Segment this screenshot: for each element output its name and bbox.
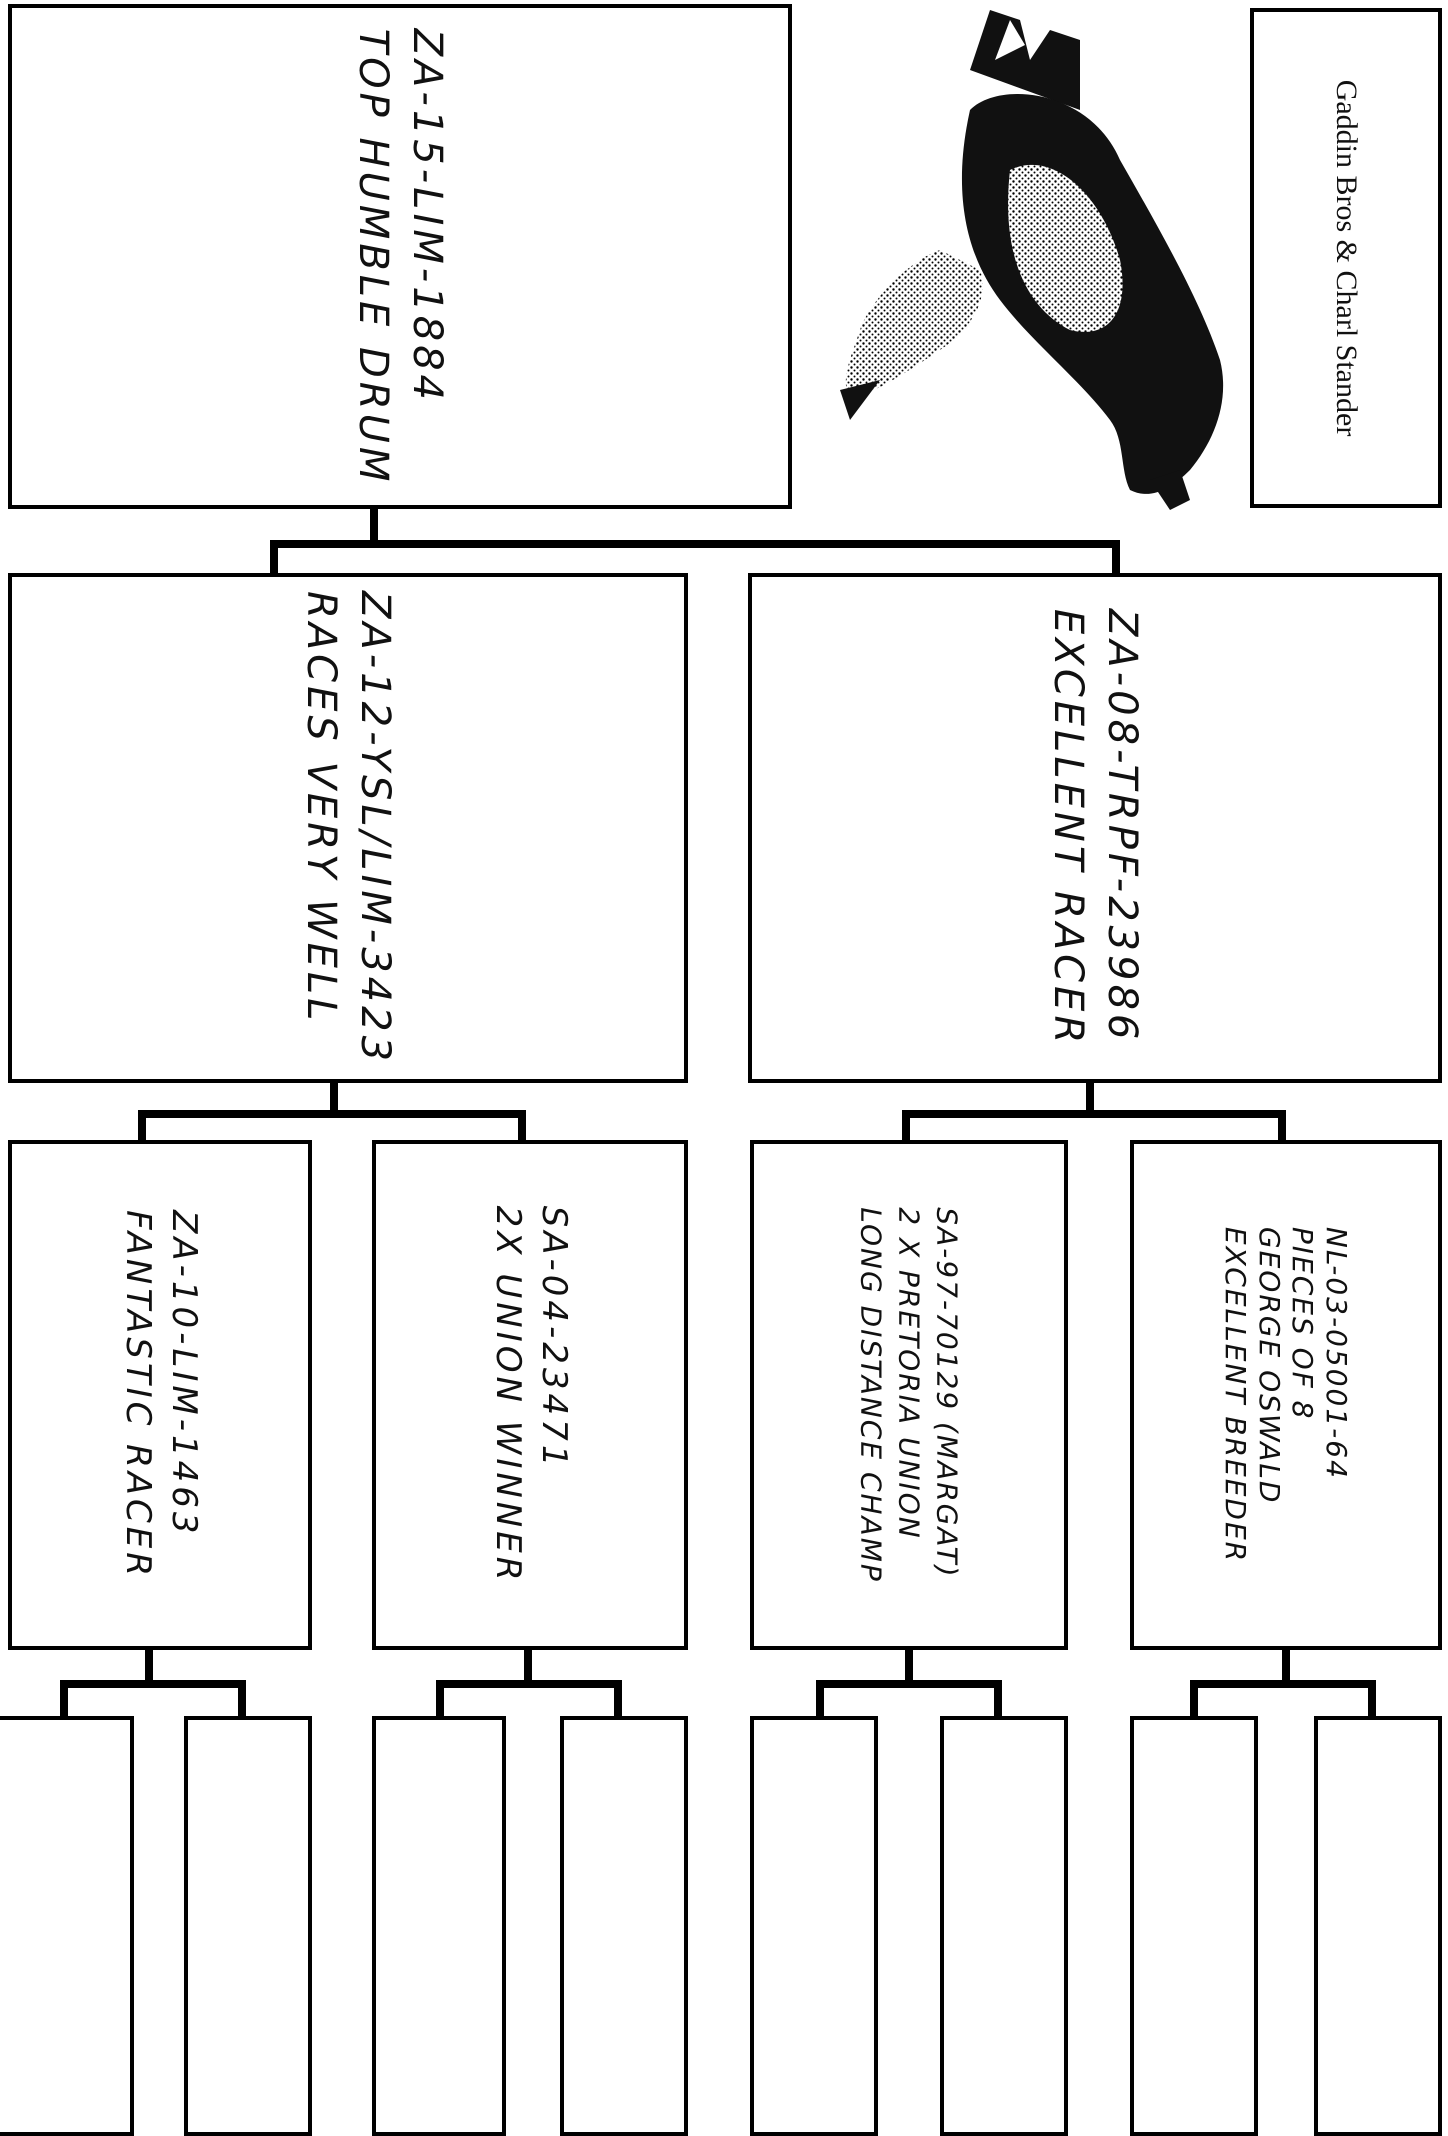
connector-gp3-l bbox=[816, 1680, 824, 1720]
sire-dam-text: SA-97-70129 (MARGAT) 2 X PRETORIA UNION … bbox=[852, 1207, 965, 1583]
connector-gp3-bar bbox=[816, 1680, 1002, 1688]
pigeon-photo-icon bbox=[820, 0, 1240, 520]
sire-sire-box: NL-03-05001-64 PIECES OF 8 GEORGE OSWALD… bbox=[1130, 1140, 1442, 1650]
connector-gp4-bar bbox=[1190, 1680, 1376, 1688]
ggp-box-6 bbox=[940, 1716, 1068, 2136]
connector-gp4-r bbox=[1368, 1680, 1376, 1720]
ggp-box-1 bbox=[0, 1716, 134, 2136]
connector-dam-l bbox=[138, 1110, 146, 1144]
sire-sire-line2: PIECES OF 8 bbox=[1286, 1227, 1320, 1563]
connector-sire-r bbox=[1278, 1110, 1286, 1144]
connector-sire-l bbox=[902, 1110, 910, 1144]
connector-bird-left bbox=[270, 540, 278, 575]
breeder-box: Gaddin Bros & Charl Stander bbox=[1250, 8, 1442, 508]
connector-dam-bar bbox=[138, 1110, 526, 1118]
ggp-box-8 bbox=[1314, 1716, 1442, 2136]
sire-text: ZA-08-TRPF-23986 EXCELLENT RACER bbox=[1041, 609, 1149, 1047]
dam-box: ZA-12-YSL/LIM-3423 RACES VERY WELL bbox=[8, 573, 688, 1083]
dam-sire-text: SA-04-23471 2X UNION WINNER bbox=[484, 1206, 576, 1585]
connector-dam-r bbox=[518, 1110, 526, 1144]
dam-dam-line2: FANTASTIC RACER bbox=[114, 1210, 160, 1580]
bird-name: TOP HUMBLE DRUM bbox=[346, 28, 400, 485]
bird-ring: ZA-15-LIM-1884 bbox=[400, 28, 454, 485]
sire-note: EXCELLENT RACER bbox=[1041, 609, 1095, 1047]
connector-gp2-bar bbox=[436, 1680, 622, 1688]
sire-sire-line4: EXCELLENT BREEDER bbox=[1219, 1227, 1253, 1563]
ggp-box-4 bbox=[560, 1716, 688, 2136]
connector-gp3-r bbox=[994, 1680, 1002, 1720]
dam-dam-box: ZA-10-LIM-1463 FANTASTIC RACER bbox=[8, 1140, 312, 1650]
sire-sire-line3: GEORGE OSWALD bbox=[1252, 1227, 1286, 1563]
ggp-box-5 bbox=[750, 1716, 878, 2136]
sire-dam-line2: 2 X PRETORIA UNION bbox=[890, 1207, 928, 1583]
sire-sire-ring: NL-03-05001-64 bbox=[1320, 1227, 1354, 1563]
dam-note: RACES VERY WELL bbox=[294, 591, 348, 1065]
connector-gp2-l bbox=[436, 1680, 444, 1720]
bird-box: ZA-15-LIM-1884 TOP HUMBLE DRUM bbox=[8, 4, 792, 509]
ggp-box-3 bbox=[372, 1716, 506, 2136]
sire-dam-box: SA-97-70129 (MARGAT) 2 X PRETORIA UNION … bbox=[750, 1140, 1068, 1650]
sire-box: ZA-08-TRPF-23986 EXCELLENT RACER bbox=[748, 573, 1442, 1083]
dam-dam-text: ZA-10-LIM-1463 FANTASTIC RACER bbox=[114, 1210, 206, 1580]
sire-dam-ring: SA-97-70129 (MARGAT) bbox=[928, 1207, 966, 1583]
sire-dam-line3: LONG DISTANCE CHAMP bbox=[852, 1207, 890, 1583]
connector-gp1-l bbox=[60, 1680, 68, 1720]
sire-sire-text: NL-03-05001-64 PIECES OF 8 GEORGE OSWALD… bbox=[1219, 1227, 1353, 1563]
bird-text: ZA-15-LIM-1884 TOP HUMBLE DRUM bbox=[346, 28, 454, 485]
breeder-name: Gaddin Bros & Charl Stander bbox=[1329, 80, 1363, 437]
dam-ring: ZA-12-YSL/LIM-3423 bbox=[348, 591, 402, 1065]
dam-sire-ring: SA-04-23471 bbox=[530, 1206, 576, 1585]
ggp-box-2 bbox=[184, 1716, 312, 2136]
dam-text: ZA-12-YSL/LIM-3423 RACES VERY WELL bbox=[294, 591, 402, 1065]
connector-sire-bar bbox=[902, 1110, 1286, 1118]
sire-ring: ZA-08-TRPF-23986 bbox=[1095, 609, 1149, 1047]
connector-gp1-r bbox=[238, 1680, 246, 1720]
connector-gp1-bar bbox=[60, 1680, 246, 1688]
dam-sire-box: SA-04-23471 2X UNION WINNER bbox=[372, 1140, 688, 1650]
connector-gp2-r bbox=[614, 1680, 622, 1720]
connector-bird-right bbox=[1112, 540, 1120, 575]
dam-sire-line2: 2X UNION WINNER bbox=[484, 1206, 530, 1585]
connector-bird-bar bbox=[270, 540, 1120, 548]
dam-dam-ring: ZA-10-LIM-1463 bbox=[160, 1210, 206, 1580]
ggp-box-7 bbox=[1130, 1716, 1258, 2136]
connector-gp4-l bbox=[1190, 1680, 1198, 1720]
